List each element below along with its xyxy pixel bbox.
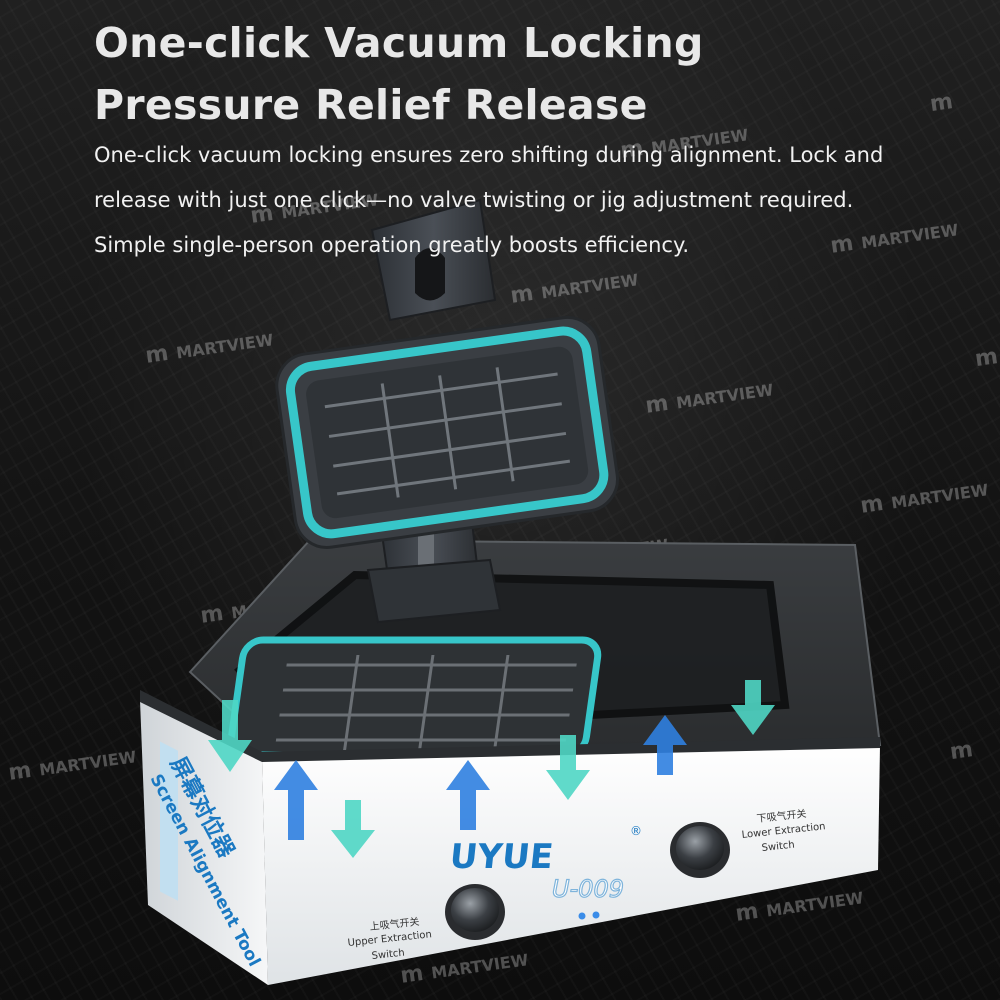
side-label-band [160,741,178,901]
downward-flow-arrows [208,680,775,858]
model-number: U-009 [552,875,624,903]
description-line-1: One-click vacuum locking ensures zero sh… [94,143,884,167]
upper-suction-head [275,315,619,549]
brand-registered-mark: ® [630,824,642,838]
base-front-face [262,745,880,985]
headline: One-click Vacuum Locking Pressure Relief… [94,12,954,136]
headline-line-1: One-click Vacuum Locking [94,19,704,67]
headline-line-2: Pressure Relief Release [94,81,648,129]
indicator-light [578,912,586,920]
indicator-light [592,911,600,919]
upper-switch-label-en-2: Switch [371,948,405,962]
brand-logo: UYUE [448,837,555,877]
description: One-click vacuum locking ensures zero sh… [94,133,974,268]
lower-plate-grooves [275,655,577,750]
lower-switch-label-en-2: Switch [761,840,795,854]
description-line-3: Simple single-person operation greatly b… [94,233,690,257]
lower-extraction-switch[interactable] [670,822,730,878]
lower-suction-plate [227,636,602,759]
description-line-2: release with just one click—no valve twi… [94,188,854,212]
upper-extraction-switch[interactable] [445,884,505,940]
upward-flow-arrows [274,715,687,840]
